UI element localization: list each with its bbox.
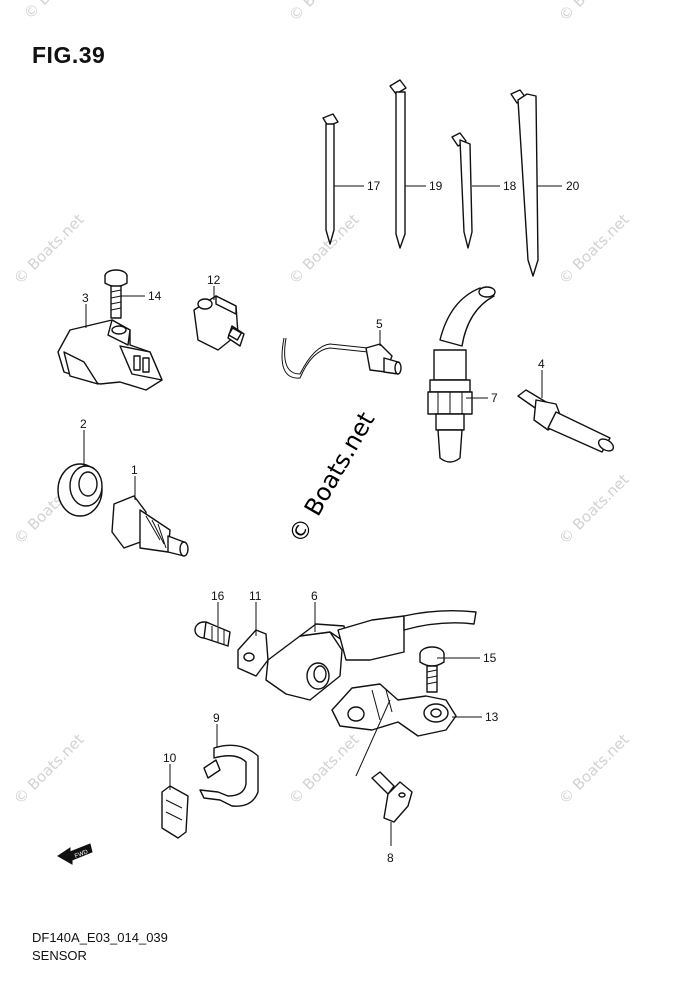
sensor-6 — [265, 609, 477, 701]
watermark: © Boats.net — [555, 730, 633, 808]
grommet-2 — [57, 463, 103, 517]
callout-20: 20 — [566, 179, 580, 193]
watermark: © Boats.net — [555, 470, 633, 548]
callout-19: 19 — [429, 179, 443, 193]
callout-17: 17 — [367, 179, 381, 193]
section-name: SENSOR — [32, 948, 87, 963]
callout-2: 2 — [80, 417, 87, 431]
watermark: © Boats.net — [555, 0, 633, 25]
callout-3: 3 — [82, 291, 89, 305]
bracket-11 — [237, 629, 269, 677]
bolt-14 — [104, 269, 128, 319]
bracket-8 — [371, 771, 413, 823]
watermark-center: © Boats.net — [283, 407, 380, 548]
cable-tie-20 — [510, 89, 539, 277]
fwd-arrow-icon: FWD — [57, 843, 93, 865]
cable-tie-19 — [389, 79, 407, 249]
watermark: © Boats.net — [10, 730, 88, 808]
callout-14: 14 — [148, 289, 162, 303]
figure-title: FIG.39 — [32, 42, 106, 68]
bracket-13 — [331, 683, 457, 737]
cable-tie-18 — [451, 132, 473, 249]
callout-16: 16 — [211, 589, 225, 603]
knock-sensor-12 — [193, 295, 245, 351]
clamp-9 — [199, 744, 259, 807]
bolt-16 — [194, 621, 231, 647]
callout-5: 5 — [376, 317, 383, 331]
callout-15: 15 — [483, 651, 497, 665]
sensor-4 — [517, 389, 615, 453]
callout-labels: 17 19 18 20 3 14 12 5 7 4 2 1 16 11 6 15… — [80, 179, 580, 865]
callout-18: 18 — [503, 179, 517, 193]
callout-10: 10 — [163, 751, 177, 765]
watermark: © Boats.net — [555, 210, 633, 288]
watermark: © Boats.net — [20, 0, 98, 23]
callout-13: 13 — [485, 710, 499, 724]
watermark: © Boats.net — [10, 210, 88, 288]
sensor-3 — [57, 319, 163, 391]
callout-6: 6 — [311, 589, 318, 603]
watermark: © Boats.net — [285, 0, 363, 25]
drawing-code: DF140A_E03_014_039 — [32, 930, 168, 945]
watermark: © Boats.net — [285, 730, 363, 808]
callout-7: 7 — [491, 391, 498, 405]
cable-tie-17 — [322, 113, 339, 245]
fwd-label: FWD — [74, 849, 90, 860]
callout-1: 1 — [131, 463, 138, 477]
sensor-7 — [427, 286, 496, 463]
watermark: © Boats.net — [285, 210, 363, 288]
callout-12: 12 — [207, 273, 221, 287]
callout-8: 8 — [387, 851, 394, 865]
callout-9: 9 — [213, 711, 220, 725]
callout-4: 4 — [538, 357, 545, 371]
bolt-15 — [419, 646, 445, 693]
leader-lines — [83, 185, 562, 846]
callout-11: 11 — [249, 589, 262, 603]
sensor-5 — [281, 337, 402, 379]
clip-10 — [161, 785, 189, 839]
sensor-1 — [111, 495, 189, 557]
